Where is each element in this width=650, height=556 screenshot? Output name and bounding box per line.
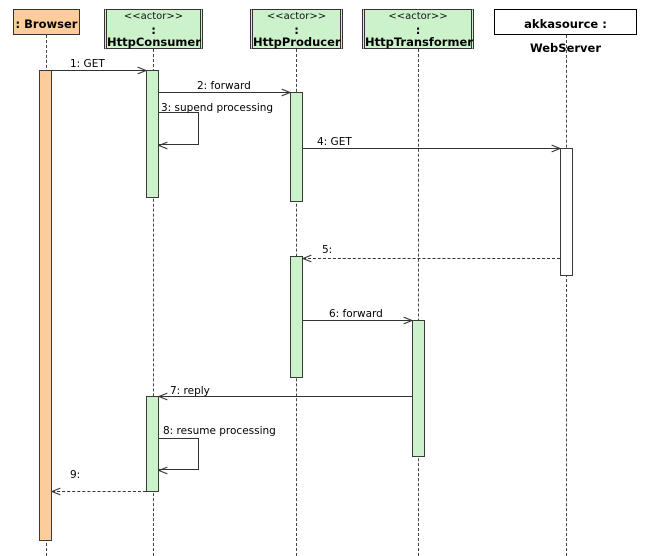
message-4-line — [303, 148, 560, 149]
participant-httpproducer-label: : HttpProducer — [253, 22, 341, 49]
participant-httptransformer[interactable]: <<actor>> : HttpTransformer — [362, 9, 474, 49]
activation-browser — [39, 70, 52, 541]
lifeline-httptransformer — [418, 49, 419, 556]
message-5-line — [303, 258, 560, 259]
activation-httpproducer-2 — [290, 256, 303, 378]
participant-httpproducer-stereotype: <<actor>> — [266, 11, 327, 22]
participant-browser-label: : Browser — [15, 17, 78, 31]
participant-browser[interactable]: : Browser — [13, 9, 80, 35]
message-8-selfloop — [159, 438, 199, 470]
message-8-label: 8: resume processing — [163, 425, 276, 437]
participant-webserver[interactable]: akkasource : WebServer — [494, 9, 637, 55]
participant-httptransformer-stereotype: <<actor>> — [388, 11, 448, 22]
activation-httpconsumer-2 — [146, 396, 159, 492]
message-4-label: 4: GET — [317, 136, 352, 148]
message-6-label: 6: forward — [329, 308, 383, 320]
message-6-line — [303, 320, 412, 321]
message-1-line — [46, 70, 146, 71]
lifeline-httpconsumer — [153, 49, 154, 556]
participant-httpconsumer-stereotype: <<actor>> — [123, 11, 184, 22]
activation-httpproducer-1 — [290, 92, 303, 202]
message-5-label: 5: — [322, 244, 333, 256]
message-2-label: 2: forward — [197, 80, 251, 92]
activation-httptransformer-1 — [412, 320, 425, 457]
participant-httpconsumer-label: : HttpConsumer — [107, 22, 201, 49]
participant-httpconsumer[interactable]: <<actor>> : HttpConsumer — [104, 9, 203, 49]
message-7-label: 7: reply — [170, 385, 210, 397]
lifeline-webserver — [566, 35, 567, 556]
message-1-label: 1: GET — [70, 58, 105, 70]
message-3-selfloop — [159, 112, 199, 145]
activation-webserver-1 — [560, 148, 573, 276]
participant-httpproducer[interactable]: <<actor>> : HttpProducer — [250, 9, 343, 49]
message-3-label: 3: supend processing — [161, 102, 274, 114]
activation-httpconsumer-1 — [146, 70, 159, 198]
participant-webserver-label: akkasource : WebServer — [524, 17, 607, 55]
message-2-line — [159, 92, 290, 93]
message-7-line — [159, 396, 412, 397]
participant-httptransformer-label: : HttpTransformer — [365, 22, 473, 49]
message-9-label: 9: — [70, 469, 81, 481]
message-9-line — [52, 491, 146, 492]
